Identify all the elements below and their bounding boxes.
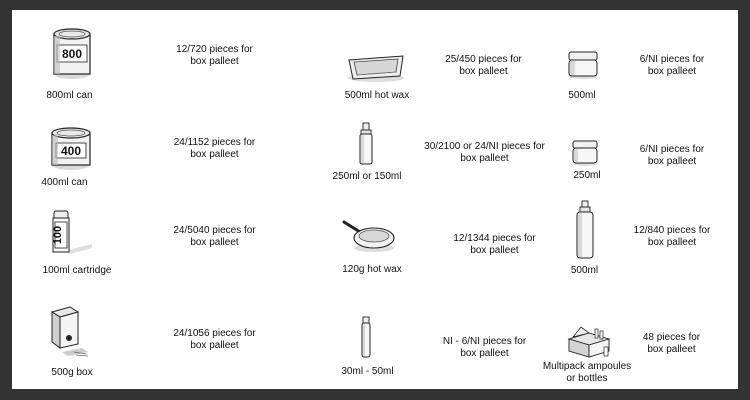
tray-icon [345,50,407,84]
packing-info: 6/NI pieces for box palleet [639,144,705,167]
product-label: 500ml [570,265,599,276]
bottle-icon [358,122,374,166]
packing-info: 25/450 pieces for box palleet [445,54,522,77]
vial-icon [360,316,372,358]
multipack-icon [567,325,611,359]
packing-info: NI - 6/NI pieces for box palleet [442,336,527,359]
can-icon: 800 [52,28,92,80]
packing-info: 12/1344 pieces for box palleet [453,233,536,256]
product-label: 800ml can [46,90,93,101]
packing-info: 24/1056 pieces for box palleet [173,328,256,351]
packing-info: 12/720 pieces for box palleet [176,44,253,67]
product-sheet: 800 800ml can 12/720 pieces for box pall… [12,10,738,389]
packing-info: 24/1152 pieces for box palleet [173,137,256,160]
product-label: 30ml - 50ml [341,366,394,377]
tall-bottle-icon [574,200,596,260]
packing-info: 30/2100 or 24/NI pieces for box palleet [424,141,545,164]
packing-info: 24/5040 pieces for box palleet [173,225,256,248]
box-icon [48,304,96,358]
jar-icon [566,48,600,80]
product-label: 400ml can [41,177,88,188]
jar-icon [570,138,600,166]
product-label: 120g hot wax [342,264,402,275]
svg-text:800: 800 [62,47,82,61]
product-label: 500ml hot wax [344,90,410,101]
svg-text:400: 400 [61,144,81,158]
pan-icon [342,218,397,254]
product-label: 100ml cartridge [42,265,112,276]
product-label: Multipack ampoules or bottles [542,361,632,384]
packing-info: 48 pieces for box palleet [642,332,701,355]
product-label: 250ml [573,170,601,181]
cartridge-icon: 100 [50,208,94,256]
product-label: 250ml or 150ml [332,171,402,182]
product-label: 500ml [568,90,596,101]
svg-text:100: 100 [52,226,64,244]
packing-info: 6/NI pieces for box palleet [639,54,705,77]
product-label: 500g box [51,367,93,378]
can-icon: 400 [50,125,92,171]
packing-info: 12/840 pieces for box palleet [633,225,711,248]
